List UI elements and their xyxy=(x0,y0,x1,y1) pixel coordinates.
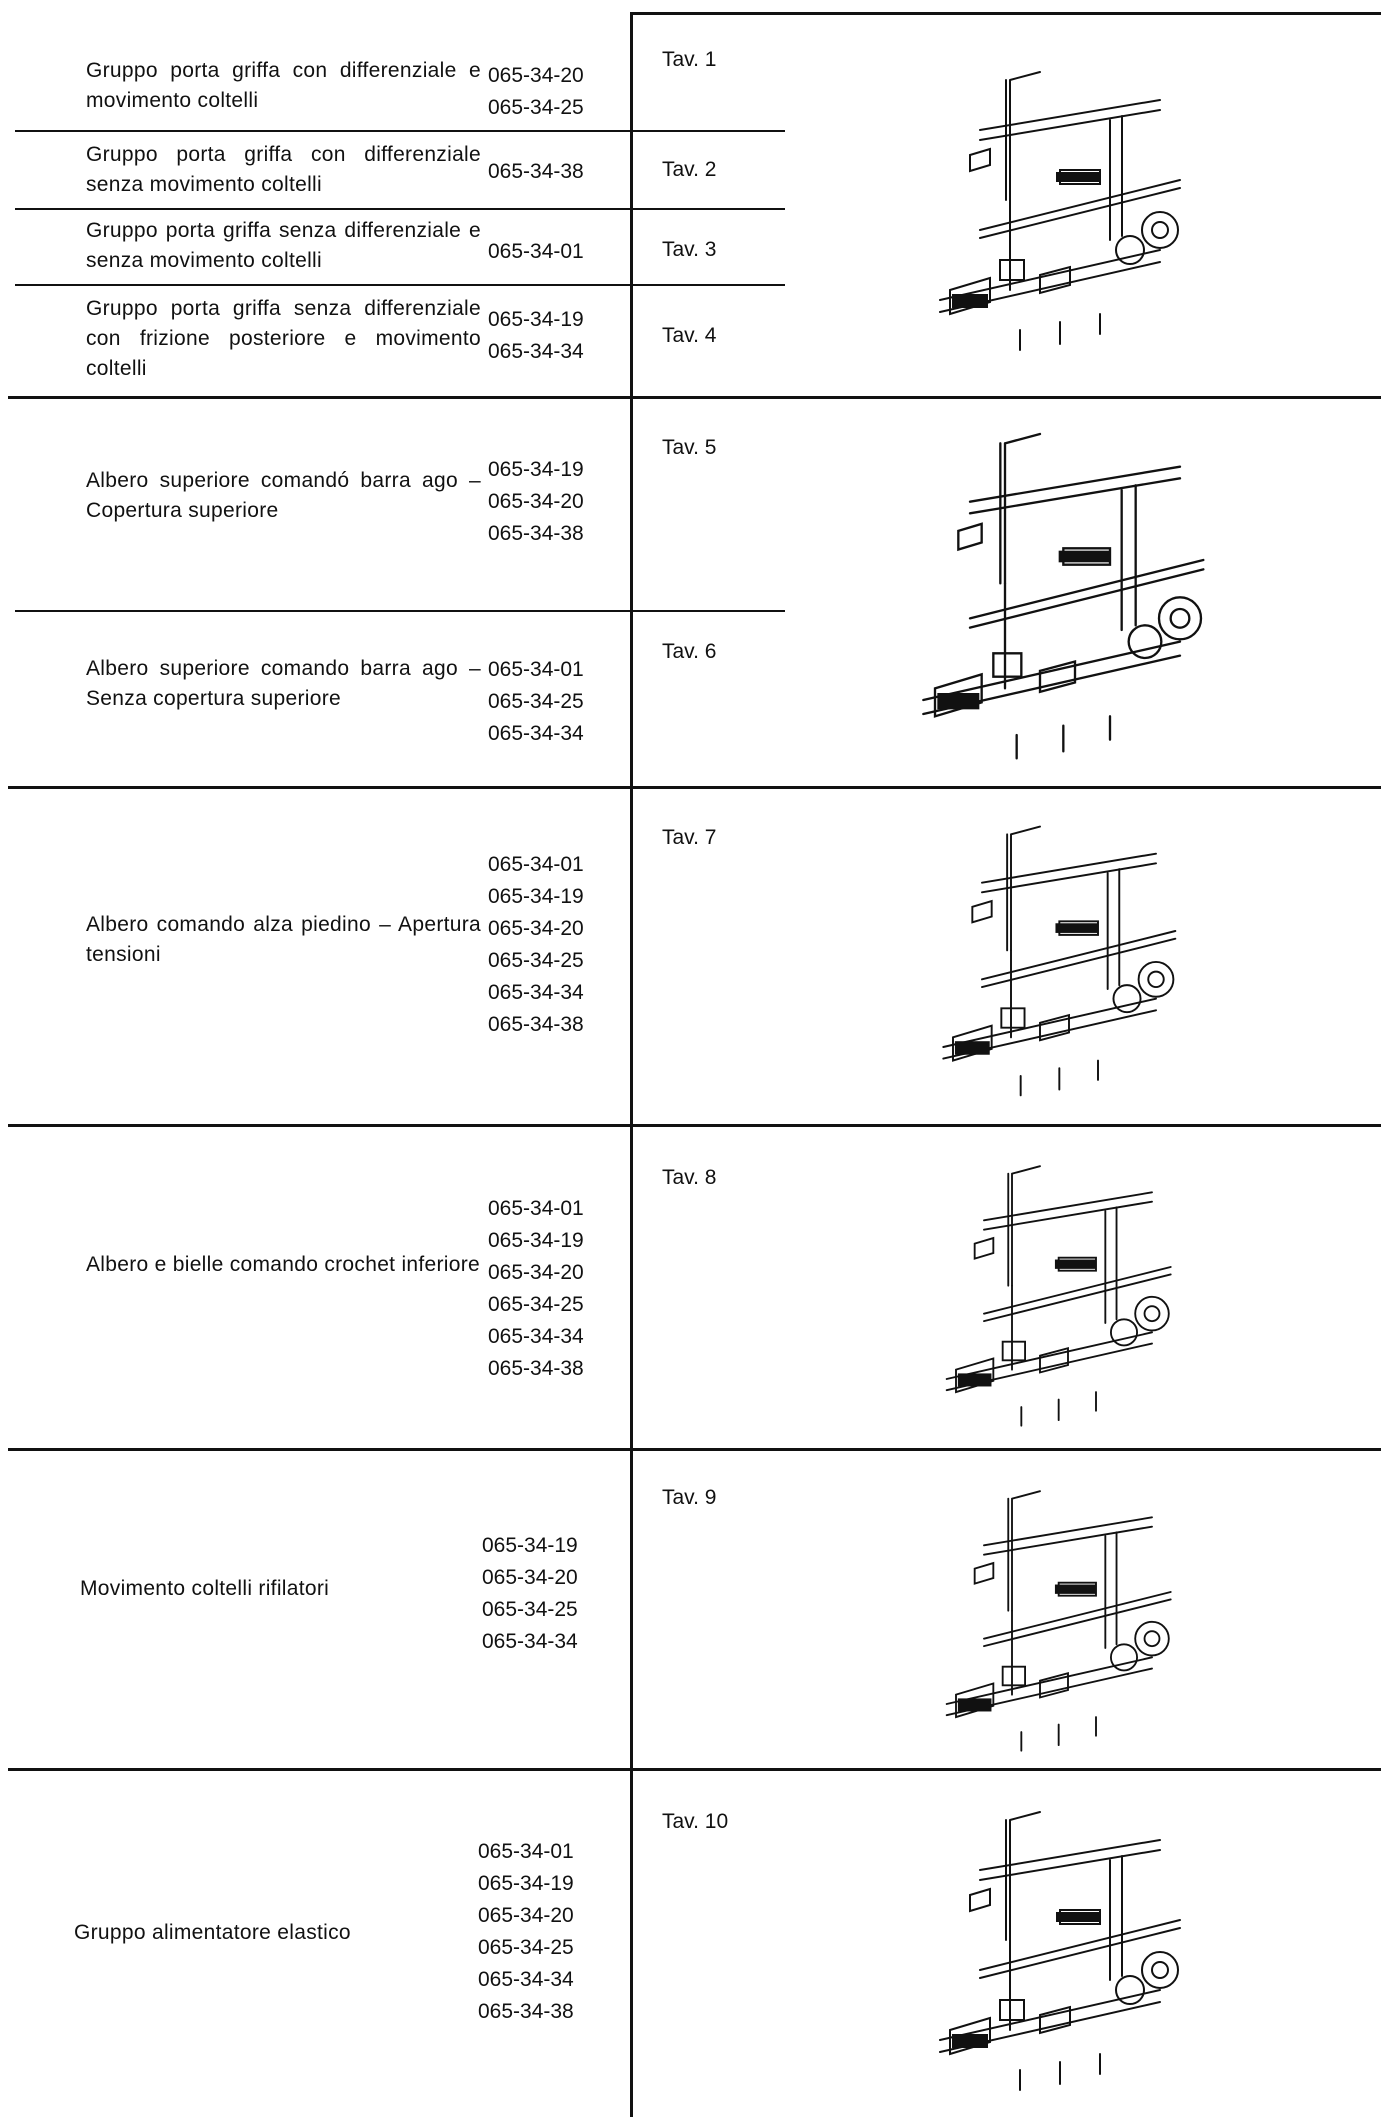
rule-section-3 xyxy=(8,1124,1381,1127)
mechanism-drawing xyxy=(939,71,1181,351)
part-code: 065-34-19 xyxy=(488,1229,584,1252)
tav-label: Tav. 9 xyxy=(662,1486,717,1509)
part-code: 065-34-38 xyxy=(488,522,584,545)
row-description: Gruppo porta griffa con differenziale e … xyxy=(86,59,481,112)
part-code: 065-34-19 xyxy=(488,885,584,908)
part-code: 065-34-20 xyxy=(488,1261,584,1284)
part-code: 065-34-20 xyxy=(488,917,584,940)
row-codes: 065-34-19 065-34-34 xyxy=(488,304,628,368)
row-description: Gruppo porta griffa con differenziale se… xyxy=(86,143,481,196)
rule-row-5 xyxy=(15,610,785,612)
row-description: Gruppo porta griffa senza differenziale … xyxy=(86,219,481,272)
tav-label: Tav. 2 xyxy=(662,158,717,181)
part-code: 065-34-34 xyxy=(482,1630,578,1653)
row-description: Albero superiore comando barra ago – Sen… xyxy=(86,657,481,710)
mechanism-drawing xyxy=(922,432,1205,760)
mechanism-drawing xyxy=(945,1165,1172,1427)
rule-row-3 xyxy=(15,284,785,286)
mechanism-illustration-4 xyxy=(860,1155,1220,1435)
part-code: 065-34-01 xyxy=(488,240,584,263)
row-codes: 065-34-19 065-34-20 065-34-25 065-34-34 xyxy=(482,1530,622,1658)
tav-label: Tav. 8 xyxy=(662,1166,717,1189)
mechanism-illustration-5 xyxy=(860,1480,1220,1760)
row-description: Movimento coltelli rifilatori xyxy=(80,1577,330,1600)
mechanism-drawing xyxy=(942,825,1177,1097)
tav-label: Tav. 4 xyxy=(662,324,717,347)
part-code: 065-34-34 xyxy=(478,1968,574,1991)
row-codes: 065-34-01 065-34-19 065-34-20 065-34-25 … xyxy=(488,1193,628,1385)
part-code: 065-34-20 xyxy=(482,1566,578,1589)
part-code: 065-34-25 xyxy=(482,1598,578,1621)
mechanism-drawing xyxy=(945,1490,1172,1752)
row-description: Albero e bielle comando crochet inferior… xyxy=(86,1253,481,1276)
tav-label: Tav. 1 xyxy=(662,48,717,71)
part-code: 065-34-38 xyxy=(488,160,584,183)
part-code: 065-34-25 xyxy=(488,1293,584,1316)
mechanism-illustration-6 xyxy=(860,1800,1220,2100)
row-codes: 065-34-01 065-34-25 065-34-34 xyxy=(488,654,628,750)
part-code: 065-34-34 xyxy=(488,1325,584,1348)
part-code: 065-34-19 xyxy=(488,458,584,481)
part-code: 065-34-34 xyxy=(488,340,584,363)
part-code: 065-34-20 xyxy=(488,490,584,513)
part-code: 065-34-25 xyxy=(488,96,584,119)
part-code: 065-34-01 xyxy=(488,853,584,876)
rule-row-2 xyxy=(15,208,785,210)
rule-row-1 xyxy=(15,130,785,132)
part-code: 065-34-25 xyxy=(488,949,584,972)
part-code: 065-34-20 xyxy=(478,1904,574,1927)
row-codes: 065-34-01 065-34-19 065-34-20 065-34-25 … xyxy=(478,1836,618,2028)
tav-label: Tav. 10 xyxy=(662,1810,729,1833)
row-codes: 065-34-19 065-34-20 065-34-38 xyxy=(488,454,628,550)
rule-section-5 xyxy=(8,1768,1381,1771)
row-codes: 065-34-01 065-34-19 065-34-20 065-34-25 … xyxy=(488,849,628,1041)
part-code: 065-34-19 xyxy=(482,1534,578,1557)
part-code: 065-34-38 xyxy=(488,1357,584,1380)
tav-label: Tav. 5 xyxy=(662,436,717,459)
mechanism-illustration-3 xyxy=(860,815,1220,1105)
tav-label: Tav. 7 xyxy=(662,826,717,849)
part-code: 065-34-25 xyxy=(488,690,584,713)
part-code: 065-34-19 xyxy=(478,1872,574,1895)
row-description: Albero comando alza piedino – Apertura t… xyxy=(86,913,481,966)
row-codes: 065-34-20 065-34-25 xyxy=(488,60,628,124)
part-code: 065-34-19 xyxy=(488,308,584,331)
mechanism-drawing xyxy=(939,1811,1181,2091)
part-code: 065-34-01 xyxy=(488,1197,584,1220)
mechanism-illustration-2 xyxy=(830,410,1250,780)
row-codes: 065-34-38 xyxy=(488,156,628,188)
part-code: 065-34-25 xyxy=(478,1936,574,1959)
part-code: 065-34-01 xyxy=(488,658,584,681)
row-description: Gruppo alimentatore elastico xyxy=(74,1921,351,1944)
part-code: 065-34-34 xyxy=(488,722,584,745)
mechanism-illustration-1 xyxy=(860,60,1220,360)
part-code: 065-34-38 xyxy=(488,1013,584,1036)
part-code: 065-34-34 xyxy=(488,981,584,1004)
part-code: 065-34-01 xyxy=(478,1840,574,1863)
rule-top xyxy=(630,12,1381,15)
row-description: Albero superiore comandó barra ago – Cop… xyxy=(86,469,481,522)
part-code: 065-34-20 xyxy=(488,64,584,87)
part-code: 065-34-38 xyxy=(478,2000,574,2023)
rule-section-4 xyxy=(8,1448,1381,1451)
row-codes: 065-34-01 xyxy=(488,236,628,268)
column-divider xyxy=(630,12,633,2117)
tav-label: Tav. 3 xyxy=(662,238,717,261)
rule-section-2 xyxy=(8,786,1381,789)
row-description: Gruppo porta griffa senza differenziale … xyxy=(86,297,481,380)
rule-section-1 xyxy=(8,396,1381,399)
tav-label: Tav. 6 xyxy=(662,640,717,663)
